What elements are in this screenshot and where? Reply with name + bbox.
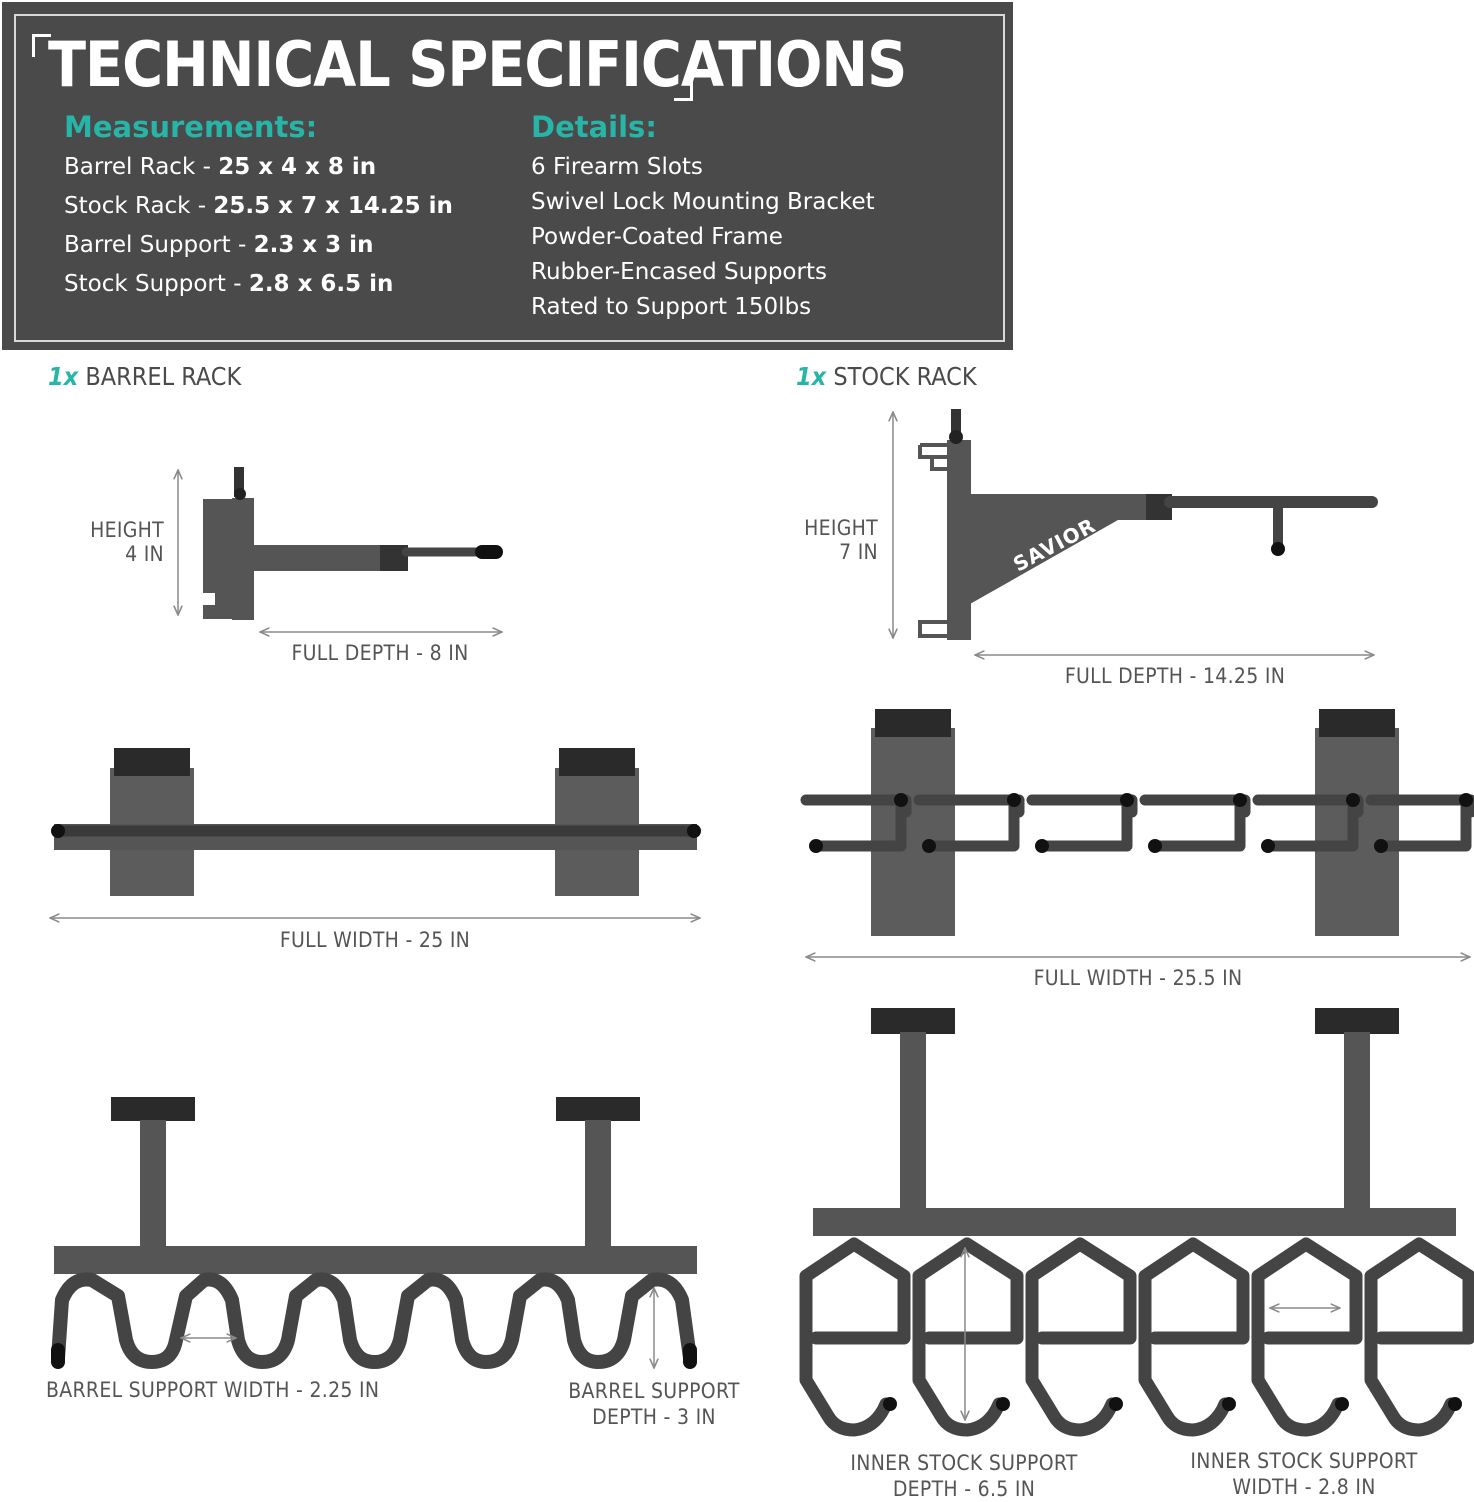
- rod-end-cap: [809, 839, 823, 853]
- post-right: [1344, 1032, 1370, 1212]
- rack-bar: [54, 1246, 697, 1274]
- stock-rack-front-view: [800, 709, 1474, 957]
- post-right: [585, 1120, 611, 1250]
- mounting-bracket-lower: [918, 620, 952, 638]
- rod-end-cap: [922, 839, 936, 853]
- specifications-frame: [14, 14, 1005, 342]
- barrel-rack-side-view: [178, 467, 502, 632]
- measurement-barrel-rack: Barrel Rack - 25 x 4 x 8 in: [64, 154, 377, 180]
- barrel-support-width-label: BARREL SUPPORT WIDTH - 2.25 IN: [46, 1378, 380, 1402]
- stock-support: [799, 1237, 911, 1437]
- barrel-rack-front-view: [50, 748, 701, 918]
- rod-end-cap: [1335, 1397, 1349, 1411]
- detail-item: Powder-Coated Frame: [531, 224, 783, 250]
- bracket-cap-left: [875, 709, 951, 737]
- stock-support: [1025, 1237, 1137, 1437]
- title-corner-mark: [674, 78, 693, 101]
- stock-rack-label: 1x STOCK RACK: [796, 362, 977, 391]
- specifications-title: TECHNICAL SPECIFICATIONS: [48, 28, 907, 101]
- rod-end-cap: [1374, 839, 1388, 853]
- rod-end-cap: [1035, 839, 1049, 853]
- wall-plate: [947, 440, 971, 640]
- wall-plate-left: [871, 728, 955, 936]
- bracket-cap-right: [1315, 1008, 1399, 1034]
- wall-plate: [232, 498, 254, 620]
- rod-end-cap: [1233, 793, 1247, 807]
- support-arm: [970, 494, 1150, 604]
- detail-item: Swivel Lock Mounting Bracket: [531, 189, 875, 215]
- rod-end-cap: [883, 1397, 897, 1411]
- bracket-cap-right: [556, 1097, 640, 1121]
- mounting-bracket: [918, 443, 952, 471]
- rod-end-cap: [1222, 1397, 1236, 1411]
- post-left: [900, 1032, 926, 1212]
- mounting-bracket: [203, 499, 235, 619]
- rod-end-cap: [1109, 1397, 1123, 1411]
- rod-end-cap: [1120, 793, 1134, 807]
- rod-end-cap: [894, 793, 908, 807]
- lock-knob: [234, 488, 246, 500]
- stock-support: [1138, 1237, 1250, 1437]
- lock-knob: [949, 430, 963, 444]
- stock-rack-side-view: SAVIOR: [893, 409, 1378, 655]
- detail-item: 6 Firearm Slots: [531, 154, 703, 180]
- stock-hook: [1026, 794, 1138, 852]
- bracket-cap-left: [111, 1097, 195, 1121]
- rod-end-cap: [1346, 793, 1360, 807]
- swivel-lock-pin: [234, 467, 244, 497]
- barrel-rack-label: 1x BARREL RACK: [48, 362, 242, 391]
- detail-item: Rubber-Encased Supports: [531, 259, 827, 285]
- rod-end-cap: [1448, 1397, 1462, 1411]
- support-arm: [254, 545, 384, 571]
- stock-support: [1364, 1237, 1474, 1437]
- measurement-barrel-support: Barrel Support - 2.3 x 3 in: [64, 232, 374, 258]
- stock-rack-top-view: [799, 1008, 1474, 1437]
- stock-full-depth-label: FULL DEPTH - 14.25 IN: [1064, 664, 1286, 688]
- stock-support: [1251, 1237, 1363, 1437]
- title-corner-mark: [32, 34, 51, 57]
- swivel-lock-pin: [951, 409, 961, 439]
- rod-end-cap: [687, 824, 701, 838]
- rod-end-cap: [1459, 793, 1473, 807]
- barrel-full-depth-label: FULL DEPTH - 8 IN: [291, 641, 469, 665]
- stock-hook: [1139, 794, 1251, 852]
- rod-end-cap: [1261, 839, 1275, 853]
- measurement-stock-rack: Stock Rack - 25.5 x 7 x 14.25 in: [64, 193, 453, 219]
- barrel-rack-top-view: [51, 1097, 697, 1369]
- stock-support: [912, 1237, 1024, 1437]
- rod-end-cap: [996, 1397, 1010, 1411]
- post-left: [140, 1120, 166, 1250]
- rod-end-cap: [51, 824, 65, 838]
- details-heading: Details:: [531, 110, 657, 144]
- rack-bar: [813, 1208, 1456, 1236]
- stock-supports: [799, 1237, 1474, 1437]
- detail-item: Rated to Support 150lbs: [531, 294, 812, 320]
- measurements-heading: Measurements:: [64, 110, 318, 144]
- bracket-cap-left: [871, 1008, 955, 1034]
- stock-hooks: [800, 793, 1474, 853]
- rod-end-cap: [1148, 839, 1162, 853]
- barrel-full-width-label: FULL WIDTH - 25 IN: [279, 928, 471, 952]
- bracket-cap-right: [559, 748, 635, 776]
- measurement-stock-support: Stock Support - 2.8 x 6.5 in: [64, 271, 394, 297]
- barrel-supports: [51, 1272, 697, 1369]
- specifications-panel: TECHNICAL SPECIFICATIONS Measurements: B…: [2, 2, 1013, 350]
- rod-end-cap: [1007, 793, 1021, 807]
- stock-full-width-label: FULL WIDTH - 25.5 IN: [1033, 966, 1243, 990]
- rod-end-cap: [1271, 542, 1285, 556]
- bracket-cap-left: [114, 748, 190, 776]
- bracket-cap-right: [1319, 709, 1395, 737]
